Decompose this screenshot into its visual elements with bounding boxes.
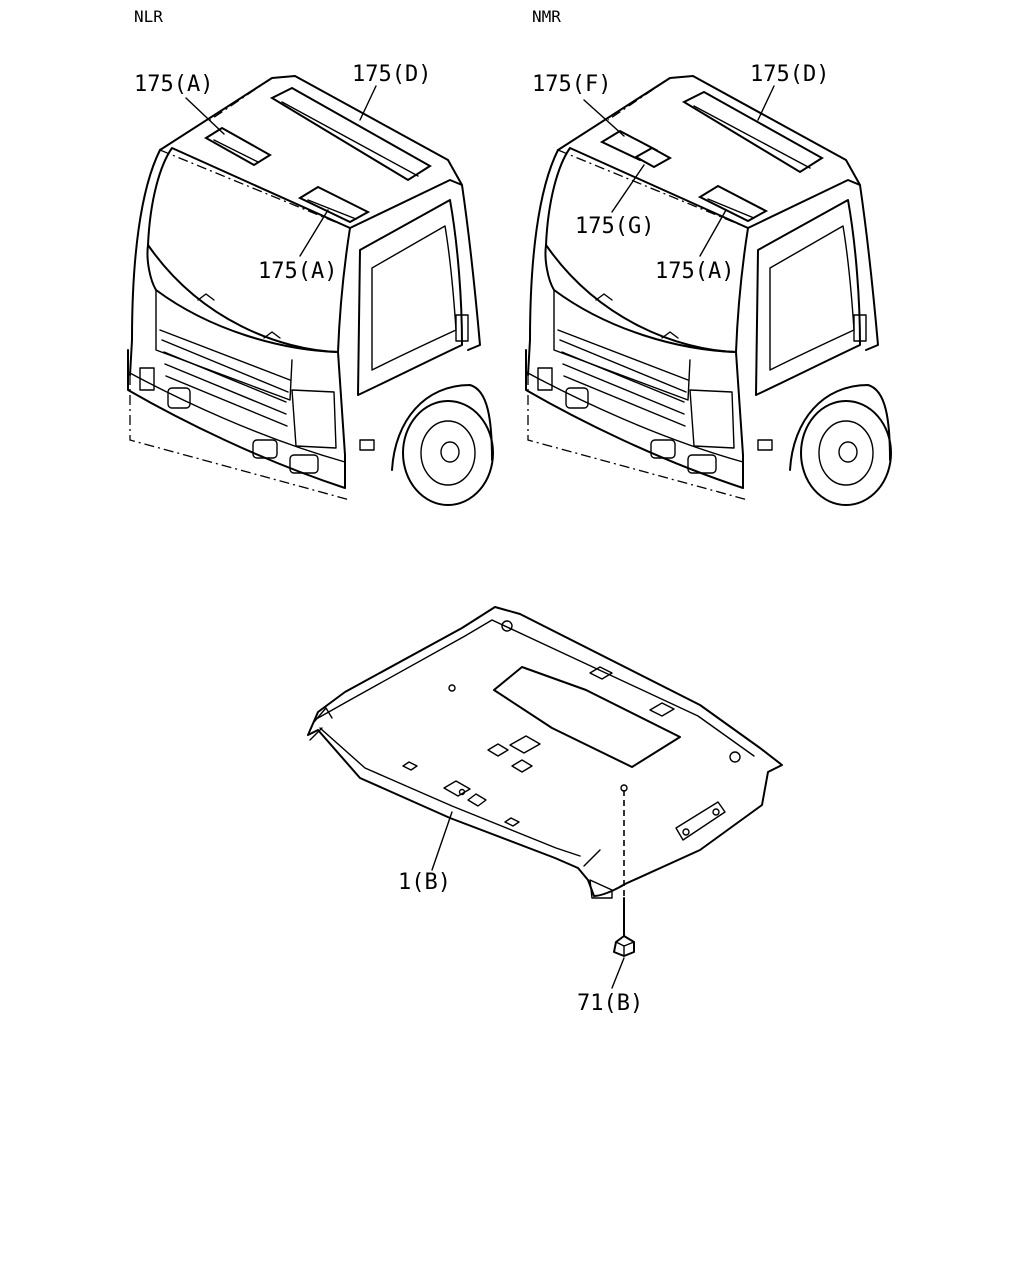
section-title-nlr: NLR bbox=[134, 7, 163, 26]
section-title-nmr: NMR bbox=[532, 7, 561, 26]
callout-headlining-1b: 1(B) bbox=[398, 870, 451, 895]
nlr-roof-pads bbox=[204, 86, 432, 224]
pad-175d-nlr bbox=[269, 86, 432, 182]
callout-175d-nmr: 175(D) bbox=[750, 62, 829, 87]
nlr-truck-cab bbox=[127, 75, 494, 506]
pad-175a-mid-nlr bbox=[297, 185, 371, 224]
nmr-truck-cab bbox=[525, 75, 892, 506]
clip-71b bbox=[613, 935, 635, 957]
callout-175a-top-nlr: 175(A) bbox=[134, 72, 213, 97]
pad-175a-nmr bbox=[697, 184, 769, 223]
callout-175d-nlr: 175(D) bbox=[352, 62, 431, 87]
pad-175a-top-nlr bbox=[204, 126, 272, 167]
callout-175g-nmr: 175(G) bbox=[575, 214, 654, 239]
callout-175a-mid-nlr: 175(A) bbox=[258, 259, 337, 284]
headlining-panel bbox=[307, 606, 783, 899]
callout-175a-nmr: 175(A) bbox=[655, 259, 734, 284]
nmr-roof-pads bbox=[599, 90, 824, 223]
callout-175f-nmr: 175(F) bbox=[532, 72, 611, 97]
pad-175g-nmr bbox=[633, 146, 673, 169]
callout-clip-71b: 71(B) bbox=[577, 991, 643, 1016]
pad-175d-nmr bbox=[681, 90, 824, 174]
